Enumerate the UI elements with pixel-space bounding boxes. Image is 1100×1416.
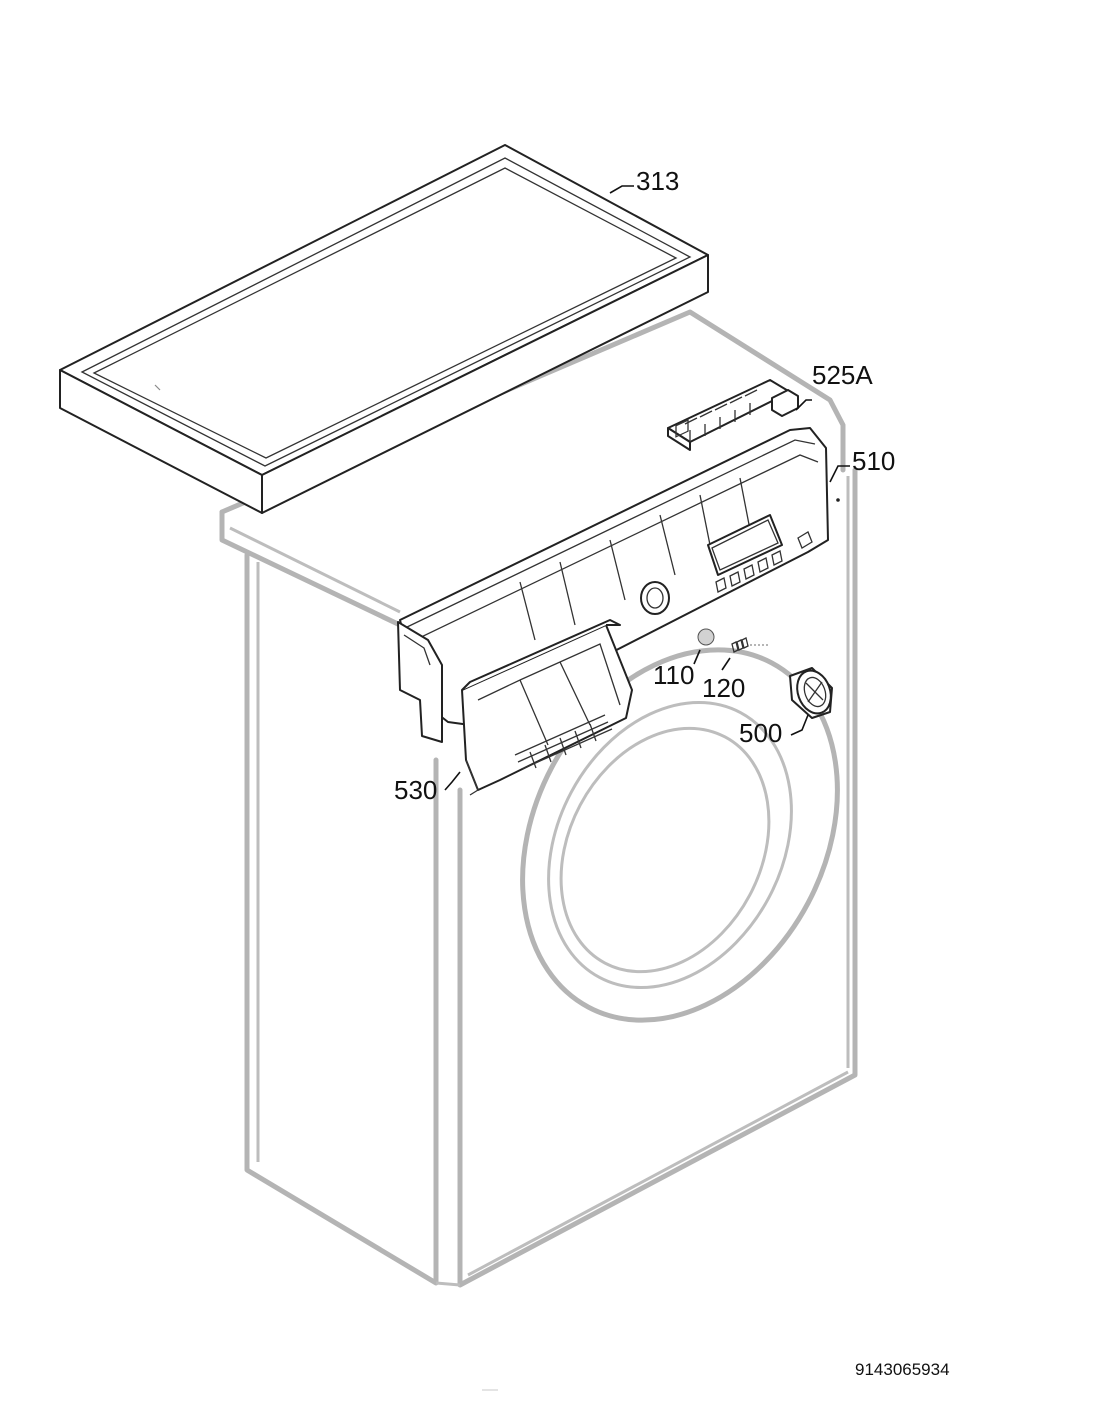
control-panel-510 <box>397 427 840 743</box>
callout-525A: 525A <box>812 360 873 390</box>
cabinet-outline <box>219 309 858 1288</box>
document-number: 9143065934 <box>855 1360 950 1379</box>
spring-120 <box>731 637 770 653</box>
callout-313: 313 <box>636 166 679 196</box>
callout-510: 510 <box>852 446 895 476</box>
callout-500: 500 <box>739 718 782 748</box>
callout-530: 530 <box>394 775 437 805</box>
callout-120: 120 <box>702 673 745 703</box>
callout-110: 110 <box>653 660 694 690</box>
door-porthole <box>520 647 840 1023</box>
indicator-lens-110 <box>697 628 715 646</box>
top-panel-313 <box>59 144 709 514</box>
leader-lines <box>444 185 850 791</box>
selector-knob-500 <box>789 667 833 719</box>
button-set-525A <box>667 379 799 451</box>
dispenser-drawer-530 <box>461 619 633 796</box>
